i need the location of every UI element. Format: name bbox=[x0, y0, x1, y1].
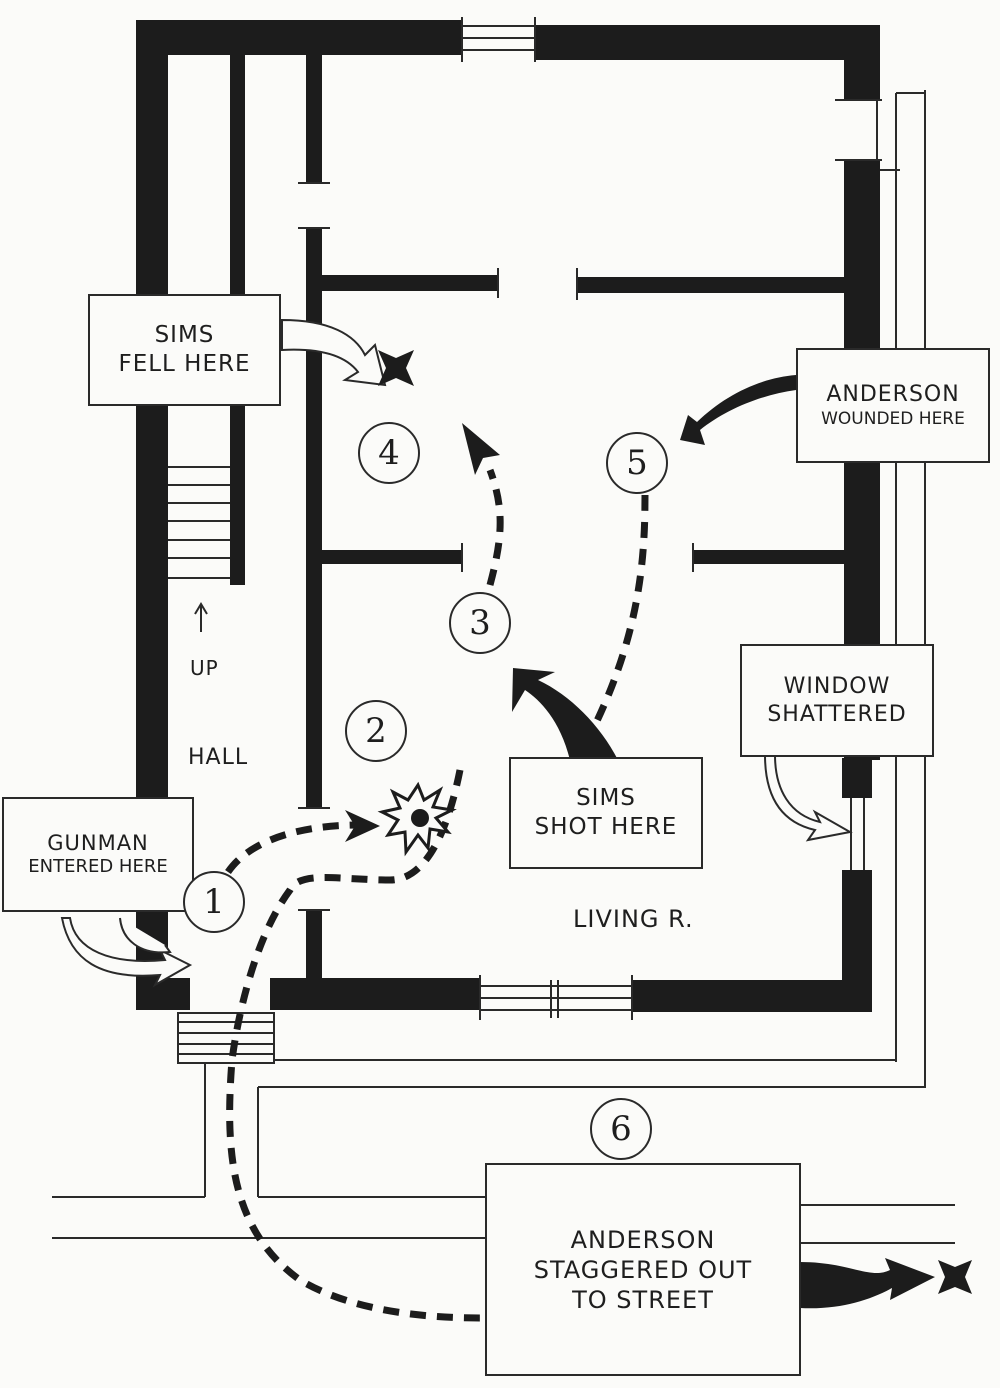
arrow-icon bbox=[345, 810, 380, 842]
death-cross-icon bbox=[938, 1260, 972, 1294]
wall-bottom-mid bbox=[270, 978, 480, 1010]
movement-paths bbox=[225, 468, 649, 1322]
callout-text: ANDERSON bbox=[570, 1225, 716, 1254]
step-3: 3 bbox=[449, 592, 511, 654]
callout-text: SHOT HERE bbox=[534, 814, 678, 840]
arrow-icon bbox=[281, 318, 387, 387]
callout-sims-fell: SIMS FELL HERE bbox=[88, 294, 281, 406]
arrowheads bbox=[345, 423, 500, 842]
callout-anderson-wounded: ANDERSON WOUNDED HERE bbox=[796, 348, 990, 463]
callout-anderson-street: ANDERSON STAGGERED OUT TO STREET bbox=[485, 1163, 801, 1376]
callout-sims-shot: SIMS SHOT HERE bbox=[509, 757, 703, 869]
callout-window-shattered: WINDOW SHATTERED bbox=[740, 644, 934, 757]
wall-room-mid-left bbox=[322, 550, 462, 564]
callout-text: ENTERED HERE bbox=[28, 856, 168, 878]
hall-wall-lower bbox=[306, 910, 322, 982]
room-label-living-room: LIVING R. bbox=[573, 905, 694, 933]
arrow-icon bbox=[462, 423, 500, 475]
arrow-icon bbox=[800, 1258, 935, 1309]
step-2: 2 bbox=[345, 700, 407, 762]
wall-room-upper-left bbox=[322, 275, 498, 291]
step-6: 6 bbox=[590, 1098, 652, 1160]
callout-text: SIMS bbox=[154, 322, 215, 349]
wall-room-upper-right bbox=[577, 277, 847, 293]
step-5: 5 bbox=[606, 432, 668, 494]
callout-text: TO STREET bbox=[572, 1285, 714, 1314]
callout-text: GUNMAN bbox=[47, 831, 149, 856]
arrow-icon bbox=[680, 375, 796, 445]
callout-text: WINDOW bbox=[783, 674, 891, 699]
wall-bottom-left bbox=[136, 978, 190, 1010]
wall-room-mid-right bbox=[693, 550, 846, 564]
thin-lines bbox=[52, 17, 955, 1244]
wall-right-bottom bbox=[842, 870, 872, 990]
room-label-up: UP bbox=[190, 656, 219, 680]
callout-text: ANDERSON bbox=[826, 382, 960, 408]
hall-wall-mid bbox=[306, 228, 322, 808]
arrow-icon bbox=[119, 917, 172, 954]
wall-right-lower bbox=[842, 758, 872, 798]
solid-arrows bbox=[512, 375, 935, 1309]
path-3-to-4 bbox=[486, 468, 504, 586]
wall-right-top bbox=[844, 25, 880, 100]
gunshot-burst-icon bbox=[377, 781, 457, 857]
step-1: 1 bbox=[183, 871, 245, 933]
step-4: 4 bbox=[358, 422, 420, 484]
path-5-to-sims-shot bbox=[581, 494, 649, 747]
callout-text: STAGGERED OUT bbox=[533, 1255, 753, 1284]
callout-text: SHATTERED bbox=[767, 701, 907, 727]
wall-top-right bbox=[535, 25, 880, 60]
callout-text: FELL HERE bbox=[118, 351, 251, 377]
path-1-to-2 bbox=[225, 821, 361, 875]
callout-text: WOUNDED HERE bbox=[821, 408, 965, 429]
path-2-to-street bbox=[226, 769, 481, 1322]
wall-top-left bbox=[136, 20, 462, 55]
arrow-icon bbox=[512, 668, 618, 760]
outline-arrows bbox=[60, 318, 853, 988]
wall-bottom-right bbox=[632, 980, 872, 1012]
walls bbox=[136, 20, 880, 1012]
death-cross-icon bbox=[378, 350, 414, 386]
arrow-icon bbox=[60, 917, 193, 988]
callout-gunman-entered: GUNMAN ENTERED HERE bbox=[2, 797, 194, 912]
room-label-hall: HALL bbox=[188, 745, 249, 770]
arrow-icon bbox=[763, 754, 853, 842]
hall-wall-upper bbox=[306, 55, 322, 183]
callout-text: SIMS bbox=[576, 785, 636, 812]
